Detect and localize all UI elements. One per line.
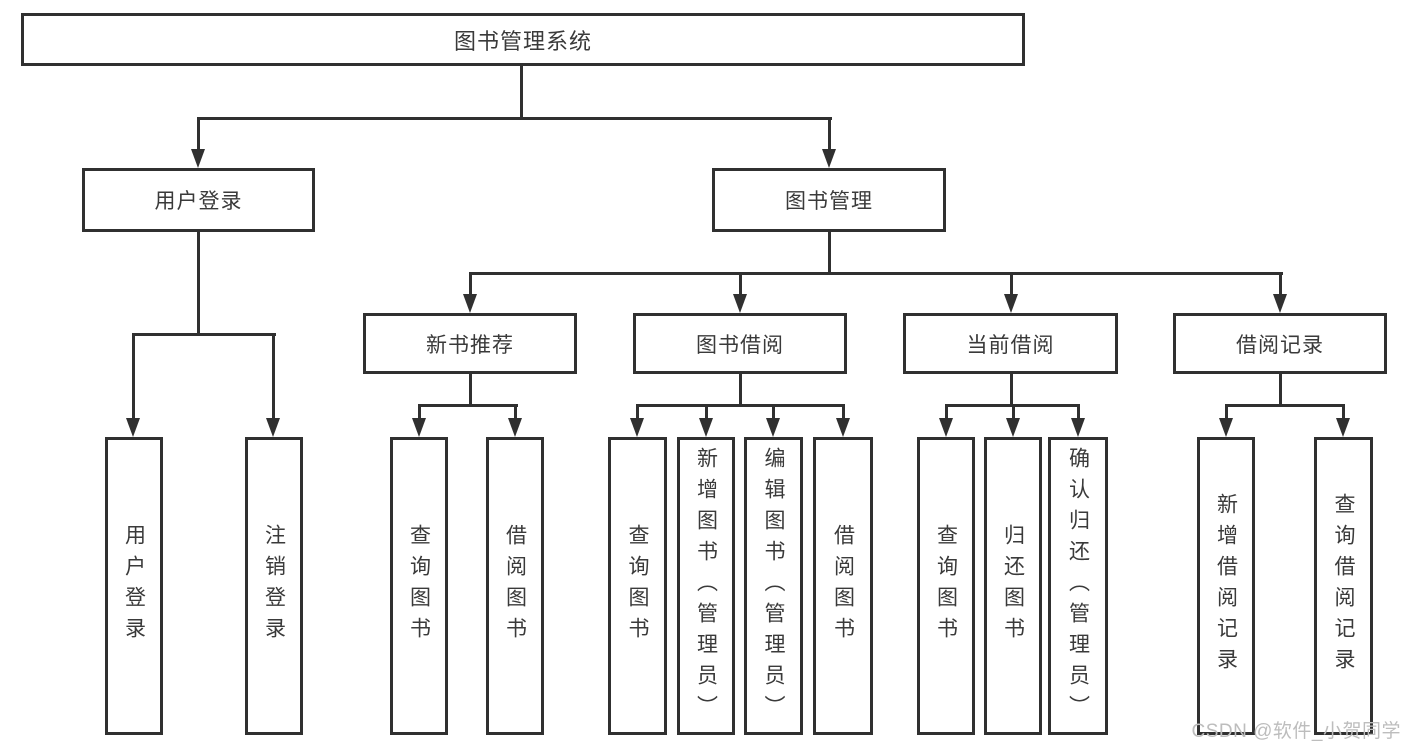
node-label: 查询图书 [626,524,649,648]
connector-leaf-stem [842,404,845,420]
arrow-down-icon [733,294,747,313]
node-label: 编辑图书（管理员） [762,446,785,726]
connector-to-current-borrow [1010,272,1013,297]
connector-to-book-management [828,117,831,153]
connector-to-book-borrow [739,272,742,297]
connector-bookborrow-branch [636,404,845,407]
node-book-borrow: 图书借阅 [633,313,847,374]
connector-userlogin-stem [197,232,200,336]
connector-records-branch [1225,404,1345,407]
leaf-logout: 注销登录 [245,437,303,735]
arrow-down-icon [1336,418,1350,437]
node-label: 新书推荐 [426,333,514,357]
node-label: 图书借阅 [696,333,784,357]
arrow-down-icon [1006,418,1020,437]
connector-userlogin-branch [132,333,276,336]
leaf-records-query-record: 查询借阅记录 [1314,437,1373,735]
connector-to-new-book [469,272,472,297]
connector-to-user-login [197,117,200,153]
node-label: 用户登录 [122,524,146,648]
node-label: 查询借阅记录 [1332,493,1355,679]
arrow-down-icon [126,418,140,437]
node-label: 查询图书 [934,524,958,648]
leaf-borrow-edit-books: 编辑图书（管理员） [744,437,803,735]
node-borrow-records: 借阅记录 [1173,313,1387,374]
node-new-book-recommend: 新书推荐 [363,313,577,374]
connector-leaf-stem [1012,404,1015,420]
arrow-down-icon [191,149,205,168]
connector-root-branch [197,117,832,120]
node-label: 当前借阅 [966,333,1055,357]
arrow-down-icon [412,418,426,437]
node-label: 新增图书（管理员） [694,446,718,726]
node-label: 新增借阅记录 [1214,493,1238,679]
arrow-down-icon [836,418,850,437]
leaf-records-add-record: 新增借阅记录 [1197,437,1255,735]
connector-bookborrow-stem [739,374,742,407]
node-label: 用户登录 [154,190,243,213]
connector-leaf-stem [418,404,421,420]
leaf-current-confirm-return: 确认归还（管理员） [1048,437,1108,735]
connector-leaf-stem [705,404,708,420]
leaf-current-return-books: 归还图书 [984,437,1042,735]
node-book-management: 图书管理 [712,168,946,232]
connector-leaf-stem [772,404,775,420]
connector-to-leaf-user-login [132,333,135,419]
arrow-down-icon [1071,418,1085,437]
arrow-down-icon [939,418,953,437]
arrow-down-icon [630,418,644,437]
arrow-down-icon [1219,418,1233,437]
connector-to-leaf-logout [272,333,275,419]
arrow-down-icon [508,418,522,437]
connector-bookmgmt-branch [469,272,1283,275]
connector-newbook-stem [469,374,472,407]
node-label: 查询图书 [407,524,431,648]
leaf-borrow-borrow-books: 借阅图书 [813,437,873,735]
arrow-down-icon [822,149,836,168]
leaf-user-login: 用户登录 [105,437,163,735]
connector-leaf-stem [1077,404,1080,420]
leaf-current-query-books: 查询图书 [917,437,975,735]
arrow-down-icon [463,294,477,313]
connector-leaf-stem [1342,404,1345,420]
node-label: 图书管理 [785,190,873,213]
connector-currentborrow-stem [1010,374,1013,407]
connector-leaf-stem [514,404,517,420]
connector-leaf-stem [636,404,639,420]
connector-leaf-stem [1225,404,1228,420]
node-label: 归还图书 [1001,524,1025,648]
node-label: 确认归还（管理员） [1066,446,1090,726]
leaf-borrow-query-books: 查询图书 [608,437,667,735]
arrow-down-icon [766,418,780,437]
node-label: 借阅图书 [831,524,855,648]
node-label: 注销登录 [262,524,286,648]
connector-leaf-stem [945,404,948,420]
arrow-down-icon [699,418,713,437]
arrow-down-icon [1004,294,1018,313]
leaf-newrec-query-books: 查询图书 [390,437,448,735]
connector-bookmgmt-stem [828,232,831,275]
connector-to-borrow-records [1279,272,1282,297]
node-label: 借阅记录 [1236,333,1324,357]
arrow-down-icon [266,418,280,437]
csdn-watermark: CSDN @软件_小贺同学 [1191,721,1401,742]
node-user-login: 用户登录 [82,168,315,232]
leaf-newrec-borrow-books: 借阅图书 [486,437,544,735]
connector-newbook-branch [418,404,518,407]
connector-root-stem [520,65,523,119]
connector-records-stem [1279,374,1282,407]
leaf-borrow-add-books: 新增图书（管理员） [677,437,735,735]
node-label: 借阅图书 [503,524,527,648]
node-current-borrow: 当前借阅 [903,313,1118,374]
node-label: 图书管理系统 [453,28,592,54]
arrow-down-icon [1273,294,1287,313]
node-root-system: 图书管理系统 [21,13,1025,66]
